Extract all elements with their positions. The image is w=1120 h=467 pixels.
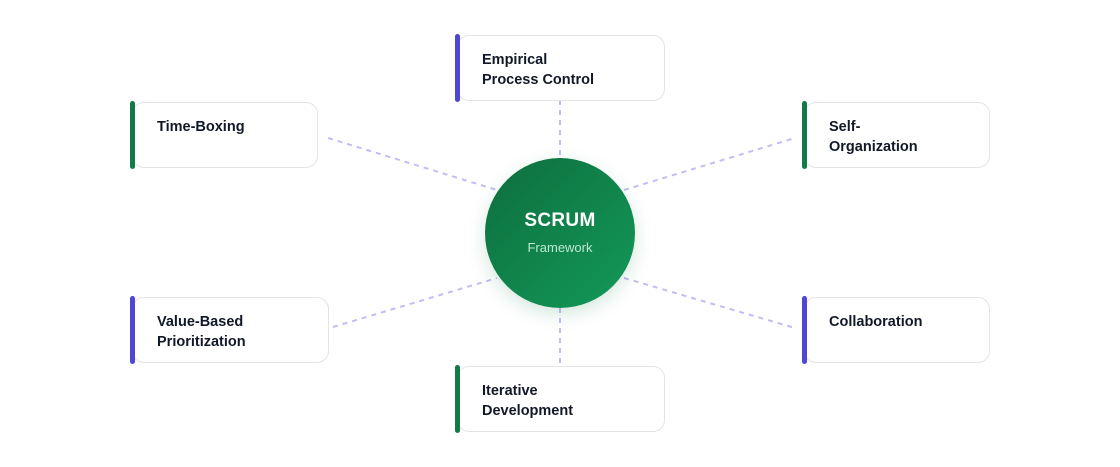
card-accent-bar [802,101,807,169]
card-iterative-development: Iterative Development [455,365,665,433]
connector-collaboration [623,277,796,329]
card-self-organization: Self- Organization [802,101,990,169]
card-label: Self- Organization [829,119,918,155]
card-label: Collaboration [829,314,923,330]
card-label: Time-Boxing [157,119,245,135]
card-time-boxing: Time-Boxing [130,101,318,169]
card-label: Iterative Development [482,383,574,419]
card-collaboration: Collaboration [802,296,990,364]
scrum-hub: SCRUM Framework [485,158,635,308]
card-empirical-process-control: Empirical Process Control [455,34,665,102]
connector-time-boxing [327,137,498,191]
connector-self-organization [623,137,796,191]
card-accent-bar [455,365,460,433]
card-accent-bar [130,296,135,364]
connector-value-based [332,277,498,328]
card-accent-bar [802,296,807,364]
card-label: Value-Based Prioritization [157,314,246,350]
card-accent-bar [130,101,135,169]
card-label: Empirical Process Control [482,52,594,88]
card-value-based-prioritization: Value-Based Prioritization [130,296,329,364]
card-accent-bar [455,34,460,102]
hub-subtitle: Framework [527,240,593,255]
hub-title: SCRUM [524,210,596,231]
